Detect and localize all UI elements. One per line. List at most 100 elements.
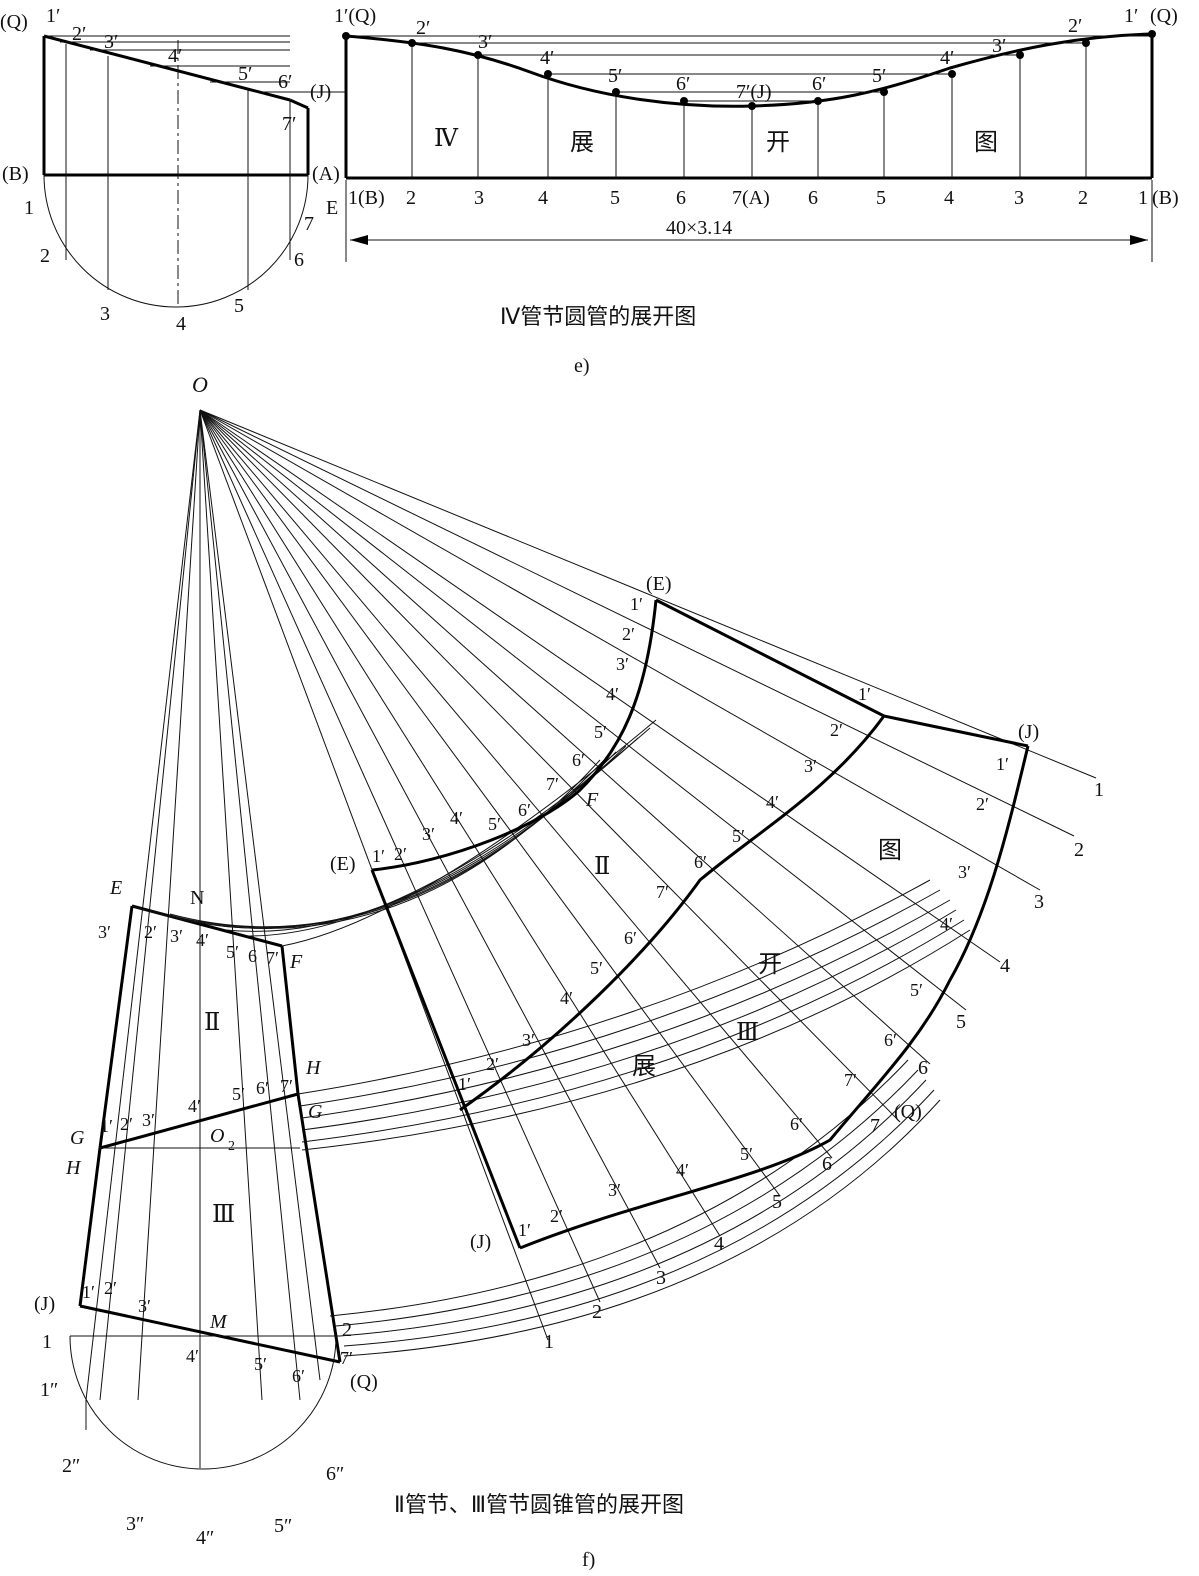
label-j: (J) bbox=[310, 81, 331, 103]
dev-v2: 2′ bbox=[1068, 15, 1082, 37]
dev-top-right-q: (Q) bbox=[1150, 5, 1178, 27]
ub-2: 2′ bbox=[394, 844, 407, 864]
dev-q: (Q) bbox=[894, 1101, 922, 1123]
dev-e1: (E) bbox=[646, 573, 672, 595]
dev-u3: 3′ bbox=[478, 31, 492, 53]
dev-b9: 5 bbox=[876, 187, 886, 209]
ma-2: 2′ bbox=[830, 720, 843, 740]
front-view-cone: E N F H G G H O 2 (J) M (Q) Ⅱ Ⅲ 3′ 2′ 3′… bbox=[34, 877, 378, 1549]
figure-e: (Q) 1′ 2′ 3′ 4′ 5′ 6′ (J) 7′ (B) (A) E 1… bbox=[0, 5, 1179, 377]
front-g2p: 2′ bbox=[120, 1114, 133, 1134]
la-2: 2′ bbox=[550, 1206, 563, 1226]
dev-word-3: 图 bbox=[974, 130, 998, 156]
dev-f: F bbox=[585, 789, 599, 811]
front-roman-3: Ⅲ bbox=[212, 1202, 235, 1228]
dev-b2: 2 bbox=[406, 187, 416, 209]
dev-b4: 4 bbox=[538, 187, 548, 209]
ua-1: 1′ bbox=[630, 594, 643, 614]
dev-word-2: 开 bbox=[766, 130, 790, 156]
caption-f: Ⅱ管节、Ⅲ管节圆锥管的展开图 bbox=[394, 1492, 684, 1517]
front-m: M bbox=[209, 1311, 228, 1333]
label-c3: 3 bbox=[100, 303, 110, 325]
front-e3b: 3′ bbox=[170, 926, 183, 946]
label-5p: 5′ bbox=[238, 63, 252, 85]
ra-2: 2′ bbox=[976, 794, 989, 814]
front-o2: O bbox=[210, 1125, 224, 1147]
ua-4: 4′ bbox=[606, 684, 619, 704]
front-j3: 3′ bbox=[138, 1296, 151, 1316]
front-l2: 2 bbox=[342, 1319, 352, 1341]
ub-4: 4′ bbox=[450, 808, 463, 828]
sublabel-e: e) bbox=[574, 355, 590, 377]
label-2p: 2′ bbox=[72, 23, 86, 45]
front-e3: 3′ bbox=[98, 922, 111, 942]
front-j7: 7′ bbox=[340, 1348, 353, 1368]
front-e7: 7′ bbox=[266, 948, 279, 968]
dev-v4: 4′ bbox=[940, 47, 954, 69]
dev-roman-3: Ⅲ bbox=[736, 1020, 759, 1046]
rn-4: 4 bbox=[1000, 955, 1010, 977]
ua-6: 6′ bbox=[572, 750, 585, 770]
front-l1: 1 bbox=[42, 1331, 52, 1353]
front-j1: 1′ bbox=[82, 1282, 95, 1302]
front-e: E bbox=[109, 877, 122, 899]
development-iv: 1′(Q) 1′ (Q) 2′ 3′ 4′ 5′ 6′ 7′(J) 6′ 5′ … bbox=[334, 5, 1179, 262]
dev-top-right-1: 1′ bbox=[1124, 5, 1138, 27]
la-4: 4′ bbox=[676, 1160, 689, 1180]
bn-6: 6 bbox=[822, 1153, 832, 1175]
ua-7: 7′ bbox=[546, 774, 559, 794]
dev-b6: 6 bbox=[676, 187, 686, 209]
label-6p: 6′ bbox=[278, 71, 292, 93]
dev-v6: 6′ bbox=[812, 73, 826, 95]
apex-o: O bbox=[192, 372, 208, 397]
dev-b8: 6 bbox=[808, 187, 818, 209]
front-g5: 5′ bbox=[232, 1084, 245, 1104]
front-g3: 3′ bbox=[142, 1110, 155, 1130]
mb-1: 1′ bbox=[458, 1074, 471, 1094]
la-3: 3′ bbox=[608, 1180, 621, 1200]
dev-w1: 展 bbox=[632, 1054, 656, 1080]
dev-j1: (J) bbox=[1018, 721, 1039, 743]
front-h2: H bbox=[65, 1157, 82, 1179]
front-j4: 4′ bbox=[186, 1346, 199, 1366]
ma-4: 4′ bbox=[766, 792, 779, 812]
front-j: (J) bbox=[34, 1293, 55, 1315]
front-l2pp: 2″ bbox=[62, 1455, 80, 1477]
development-fan: (E) (E) (J) (J) (Q) F Ⅱ Ⅲ 展 开 图 1′ 2′ 3′… bbox=[131, 573, 1104, 1357]
front-roman-2: Ⅱ bbox=[204, 1010, 220, 1036]
label-c5: 5 bbox=[234, 295, 244, 317]
label-4p: 4′ bbox=[168, 45, 182, 67]
label-c1: 1 bbox=[24, 197, 34, 219]
label-1p: 1′ bbox=[46, 5, 60, 27]
dev-b10: 4 bbox=[944, 187, 954, 209]
ma-6: 6′ bbox=[694, 852, 707, 872]
mb-2: 2′ bbox=[486, 1054, 499, 1074]
ra-1: 1′ bbox=[996, 754, 1009, 774]
front-g1: 1′ bbox=[100, 1116, 113, 1136]
label-7p: 7′ bbox=[282, 113, 296, 135]
apex-rays bbox=[85, 409, 1097, 1401]
ua-3: 3′ bbox=[616, 654, 629, 674]
front-l6pp: 6″ bbox=[326, 1463, 344, 1485]
front-q: (Q) bbox=[350, 1371, 378, 1393]
mb-3: 3′ bbox=[522, 1030, 535, 1050]
front-f: F bbox=[289, 951, 303, 973]
bn-5: 5 bbox=[772, 1191, 782, 1213]
caption-e: Ⅳ管节圆管的展开图 bbox=[500, 304, 696, 329]
dimension-label: 40×3.14 bbox=[666, 217, 732, 239]
front-g6: 6′ bbox=[256, 1078, 269, 1098]
sublabel-f: f) bbox=[582, 1549, 595, 1571]
ra-6: 6′ bbox=[884, 1030, 897, 1050]
front-j6: 6′ bbox=[292, 1366, 305, 1386]
label-b: (B) bbox=[2, 163, 29, 185]
dev-top-left: 1′(Q) bbox=[334, 5, 376, 27]
front-l5pp: 5″ bbox=[274, 1515, 292, 1537]
front-l1pp: 1″ bbox=[40, 1379, 58, 1401]
ma-7: 7′ bbox=[656, 882, 669, 902]
front-l4pp: 4″ bbox=[196, 1527, 214, 1549]
ub-1: 1′ bbox=[372, 846, 385, 866]
bn-4: 4 bbox=[714, 1233, 724, 1255]
dev-b1: 1(B) bbox=[348, 187, 385, 209]
dev-b7: 7(A) bbox=[732, 187, 770, 209]
